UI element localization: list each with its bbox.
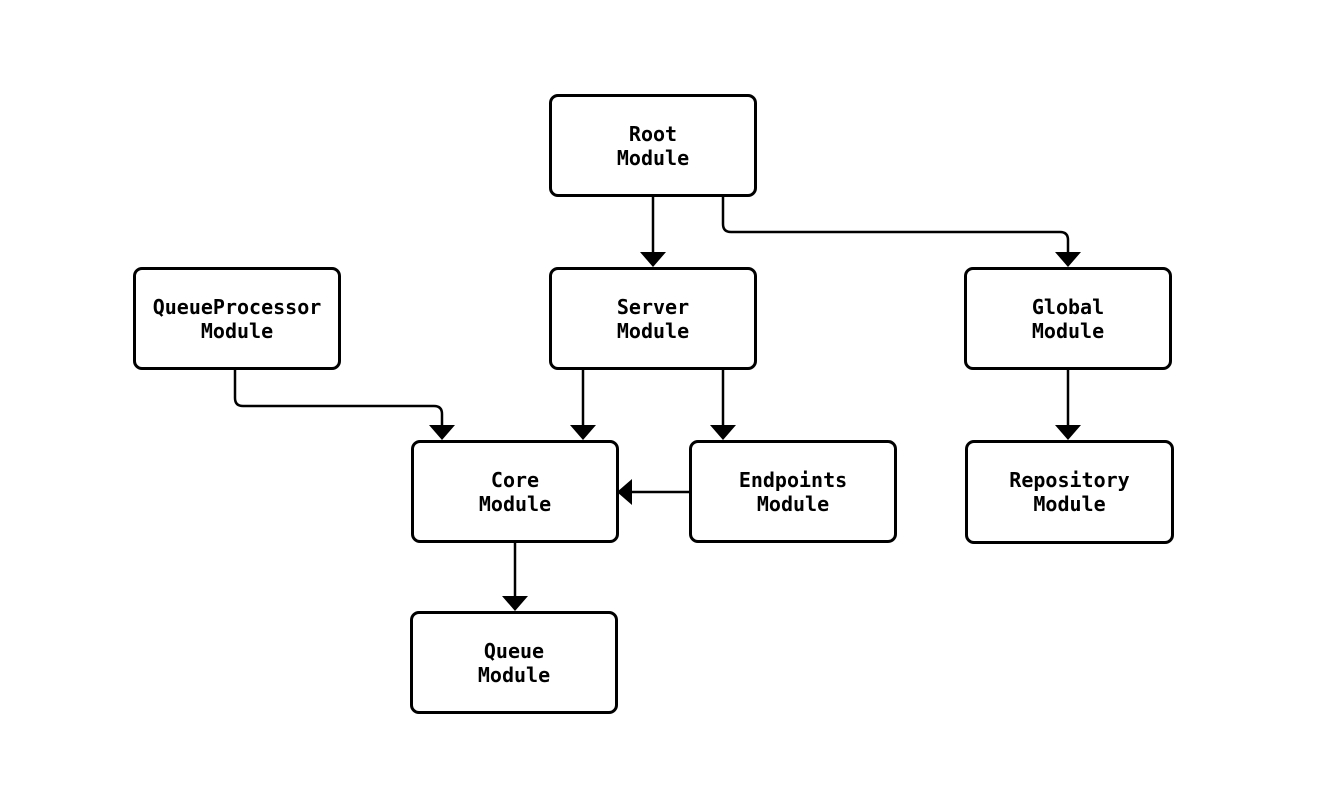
- node-root-module-label: Root Module: [616, 121, 690, 170]
- node-queue-module-label: Queue Module: [477, 638, 551, 687]
- edge-server-to-endpoints-arrowhead: [710, 425, 736, 440]
- edge-global-to-repository-arrowhead: [1055, 425, 1081, 440]
- edge-queueprocessor-to-core: [233, 370, 444, 427]
- node-queueprocessor-module: QueueProcessor Module: [133, 267, 341, 370]
- node-root-module: Root Module: [549, 94, 757, 197]
- node-endpoints-module-label: Endpoints Module: [738, 467, 848, 516]
- edge-root-to-global: [721, 197, 1070, 254]
- node-core-module: Core Module: [411, 440, 619, 543]
- node-repository-module-label: Repository Module: [1009, 468, 1130, 516]
- edge-root-to-global-arrowhead: [1055, 252, 1081, 267]
- node-repository-module: Repository Module: [965, 440, 1174, 544]
- node-queue-module: Queue Module: [410, 611, 618, 714]
- edge-queueprocessor-to-core-arrowhead: [429, 425, 455, 440]
- node-global-module: Global Module: [964, 267, 1172, 370]
- edge-endpoints-to-core-arrowhead: [617, 479, 632, 505]
- node-endpoints-module: Endpoints Module: [689, 440, 897, 543]
- edge-root-to-server-arrowhead: [640, 252, 666, 267]
- edge-core-to-queue-arrowhead: [502, 596, 528, 611]
- node-server-module: Server Module: [549, 267, 757, 370]
- node-server-module-label: Server Module: [616, 294, 690, 343]
- node-core-module-label: Core Module: [478, 467, 552, 516]
- edge-server-to-core-arrowhead: [570, 425, 596, 440]
- node-queueprocessor-module-label: QueueProcessor Module: [152, 294, 322, 343]
- node-global-module-label: Global Module: [1031, 294, 1105, 343]
